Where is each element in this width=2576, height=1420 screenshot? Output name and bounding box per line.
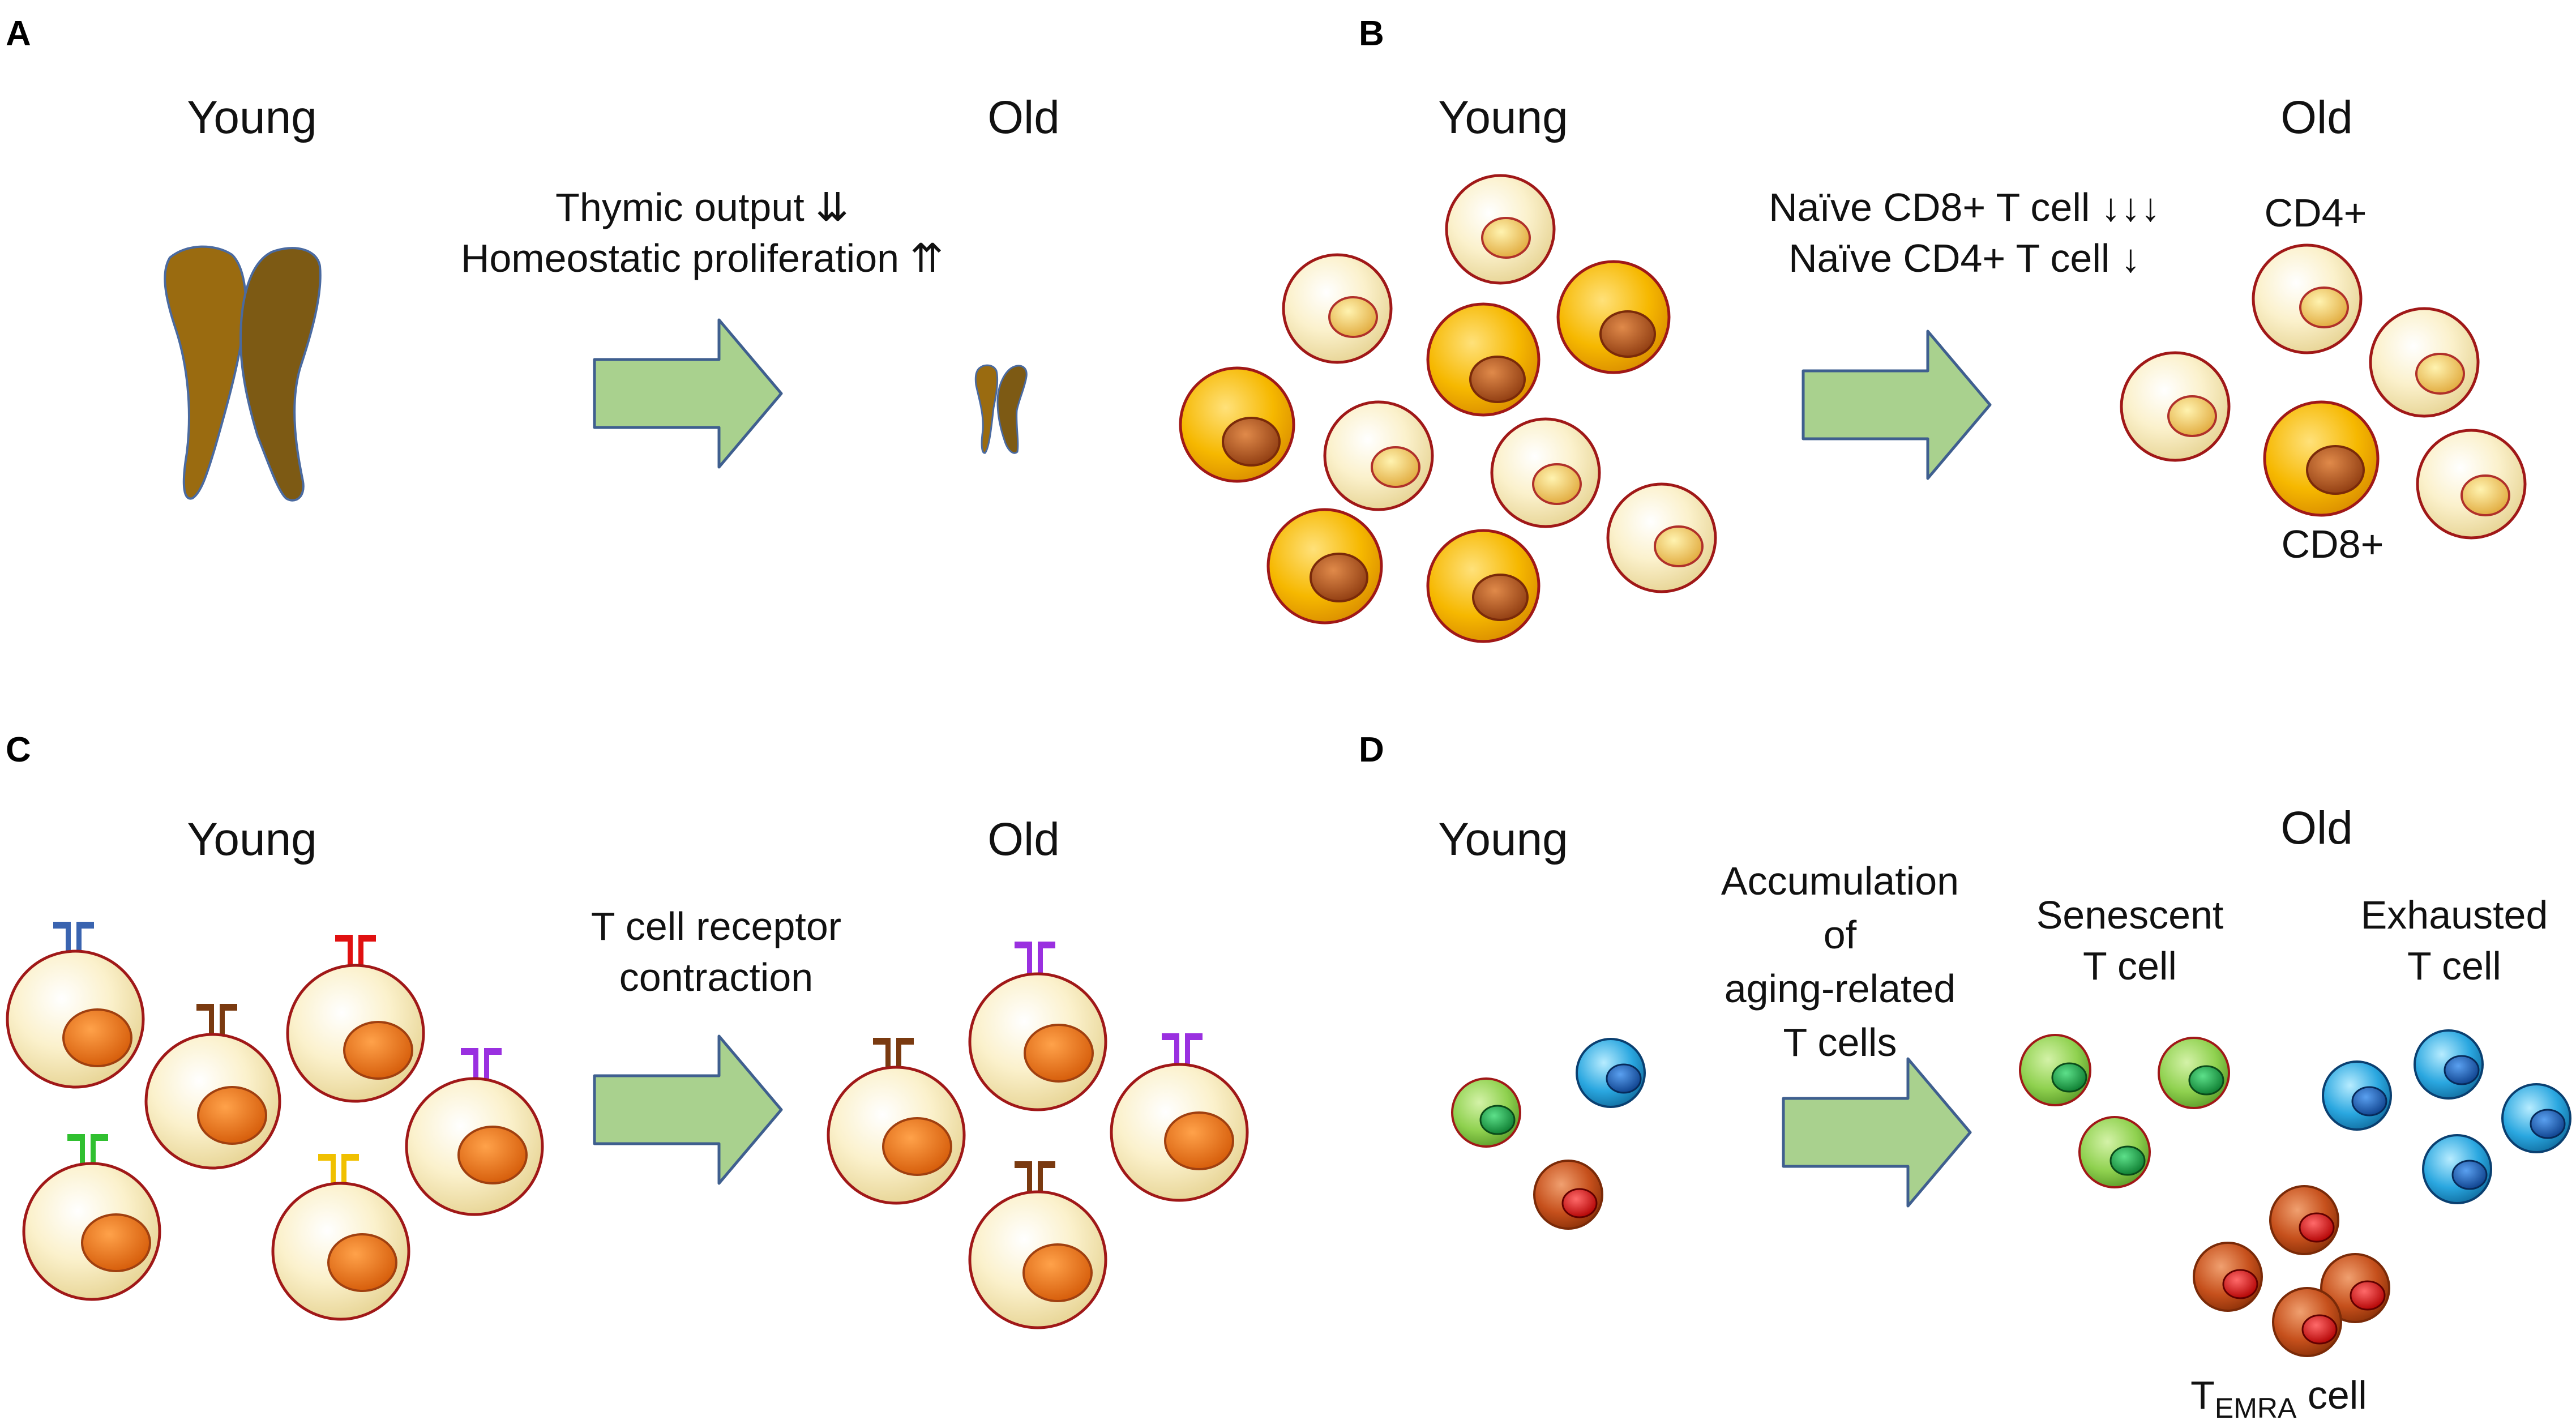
panel-c-arrow <box>594 1036 781 1183</box>
panel-d: D Young Old Accumulation of aging-relate… <box>1359 730 2571 1420</box>
exhausted-label-line2: T cell <box>2407 944 2501 988</box>
naive-cd4-cell <box>1606 482 1717 593</box>
temra-t-cell <box>2272 1287 2342 1357</box>
t-cell-with-receptor <box>144 1004 281 1170</box>
temra-t-cell <box>2320 1253 2390 1323</box>
tcr-contraction-line1: T cell receptor <box>591 904 841 948</box>
cd4-label: CD4+ <box>2265 191 2367 235</box>
panel-a-arrow <box>594 320 781 467</box>
tcr-contraction-line2: contraction <box>619 955 813 999</box>
t-cell-with-receptor <box>1110 1033 1249 1202</box>
panel-c-letter: C <box>6 730 31 769</box>
senescent-t-cell <box>2078 1116 2151 1188</box>
naive-cd8-cell <box>2263 400 2380 517</box>
naive-cd8-cell <box>1426 529 1541 643</box>
t-cell-with-receptor <box>827 1038 966 1205</box>
panel-b-young-label: Young <box>1438 92 1568 143</box>
old-thymus <box>974 364 1028 454</box>
senescent-label-line1: Senescent <box>2036 893 2224 937</box>
panel-b-old-label: Old <box>2280 92 2353 143</box>
temra-t-cell <box>2193 1242 2263 1312</box>
thymic-output-text: Thymic output ⇊ <box>555 185 849 229</box>
naive-cd4-text: Naïve CD4+ T cell ↓ <box>1788 236 2141 280</box>
naive-cd4-cell <box>2416 429 2527 540</box>
panel-b-letter: B <box>1359 14 1384 53</box>
exhausted-label-line1: Exhausted <box>2361 893 2548 937</box>
panel-a-old-label: Old <box>987 92 1060 143</box>
panel-b-arrow <box>1803 331 1990 478</box>
tcr-receptor-purple <box>1015 942 1055 977</box>
temra-t-cell <box>1533 1160 1603 1230</box>
panel-c-old-label: Old <box>987 814 1060 865</box>
naive-cd8-cell <box>1426 302 1541 417</box>
accumulation-line4: T cells <box>1783 1020 1897 1064</box>
t-cell-with-receptor <box>968 1161 1107 1329</box>
t-cell-with-receptor <box>22 1134 161 1301</box>
young-thymus <box>164 245 322 502</box>
cd8-label: CD8+ <box>2282 522 2384 566</box>
panel-d-letter: D <box>1359 730 1384 769</box>
accumulation-line1: Accumulation <box>1721 859 1959 903</box>
t-cell-with-receptor <box>405 1048 544 1216</box>
senescent-t-cell <box>2019 1034 2091 1106</box>
panel-a-letter: A <box>6 14 31 53</box>
senescent-t-cell <box>2158 1037 2230 1109</box>
t-cell-with-receptor <box>286 935 425 1103</box>
naive-cd8-text: Naïve CD8+ T cell ↓↓↓ <box>1769 185 2160 229</box>
panel-d-young-label: Young <box>1438 814 1568 865</box>
t-cell-with-receptor <box>6 922 145 1089</box>
naive-cd4-cell <box>2252 243 2363 354</box>
temra-label: TEMRA cell <box>2190 1373 2367 1420</box>
naive-cd4-cell <box>1445 174 1556 285</box>
exhausted-t-cell <box>2422 1134 2492 1204</box>
temra-t-cell <box>2269 1185 2339 1255</box>
panel-d-old-label: Old <box>2280 802 2353 854</box>
naive-cd4-cell <box>1282 253 1393 364</box>
accumulation-line3: aging-related <box>1725 966 1956 1011</box>
panel-a: A Young Old Thymic output ⇊ Homeostatic … <box>6 14 1060 502</box>
exhausted-t-cell <box>2501 1083 2571 1153</box>
senescent-label-line2: T cell <box>2083 944 2177 988</box>
young-aging-cells <box>1451 1038 1646 1230</box>
naive-cd8-cell <box>1266 508 1383 625</box>
old-tcr-cells <box>827 942 1249 1329</box>
naive-cd4-cell <box>2120 351 2231 462</box>
senescent-t-cell <box>1451 1077 1521 1148</box>
t-cell-with-receptor <box>968 942 1107 1111</box>
t-cell-with-receptor <box>271 1154 410 1321</box>
naive-cd8-cell <box>1556 260 1671 374</box>
panel-d-arrow <box>1783 1059 1970 1206</box>
exhausted-t-cell <box>2322 1060 2392 1131</box>
naive-cd8-cell <box>1179 366 1295 483</box>
young-t-cells <box>1179 174 1717 643</box>
panel-c: C Young Old T cell receptor contraction <box>6 730 1249 1329</box>
panel-a-young-label: Young <box>187 92 317 143</box>
naive-cd4-cell <box>2369 307 2480 418</box>
naive-cd4-cell <box>1323 400 1434 511</box>
panel-c-young-label: Young <box>187 814 317 865</box>
old-t-cells <box>2120 243 2527 540</box>
accumulation-line2: of <box>1824 913 1857 957</box>
young-tcr-cells <box>6 922 544 1321</box>
naive-cd4-cell <box>1490 417 1601 528</box>
exhausted-t-cell <box>1576 1038 1646 1108</box>
panel-b: B Young Old Naïve CD8+ T cell ↓↓↓ Naïve … <box>1179 14 2527 643</box>
old-aging-cells <box>2019 1029 2571 1357</box>
exhausted-t-cell <box>2414 1029 2484 1100</box>
homeostatic-proliferation-text: Homeostatic proliferation ⇈ <box>461 236 943 280</box>
